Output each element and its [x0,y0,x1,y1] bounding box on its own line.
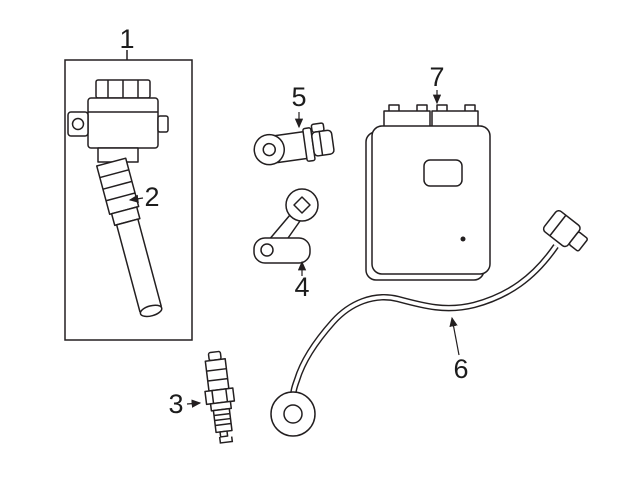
position-sensor-5 [253,122,335,166]
callout-6-label: 6 [453,354,468,384]
part-1-boundary-box [64,59,193,341]
harness-connector [542,209,588,252]
spark-plug [204,350,236,444]
sensor-5-connector [311,129,335,157]
callout-6-arrow [449,316,460,356]
callout-5-label: 5 [291,82,306,112]
ecm-body [371,125,491,275]
mounting-hole [71,117,85,131]
ecm-connector-left [383,110,431,128]
engine-control-module [365,104,491,281]
callout-4-label: 4 [294,272,309,302]
knock-sensor-bore [283,404,303,424]
callout-3-arrow [186,399,202,408]
callout-3-label: 3 [168,389,183,419]
ignition-coil [67,79,169,318]
callout-1-label: 1 [119,24,134,54]
diagram-linework [64,50,588,444]
knock-sensor-harness [270,209,588,437]
position-sensor-4 [253,188,319,264]
ecm-connector-right [431,110,479,128]
ecm-label-plate [423,159,463,187]
sensor-4-diamond-hole [293,196,311,214]
harness-cable-core [291,244,558,401]
callout-2-label: 2 [144,182,159,212]
coil-boot-and-tube [95,157,163,318]
callout-2-arrow [128,194,144,203]
callout-7-label: 7 [429,62,444,92]
ground-electrode [218,436,234,444]
